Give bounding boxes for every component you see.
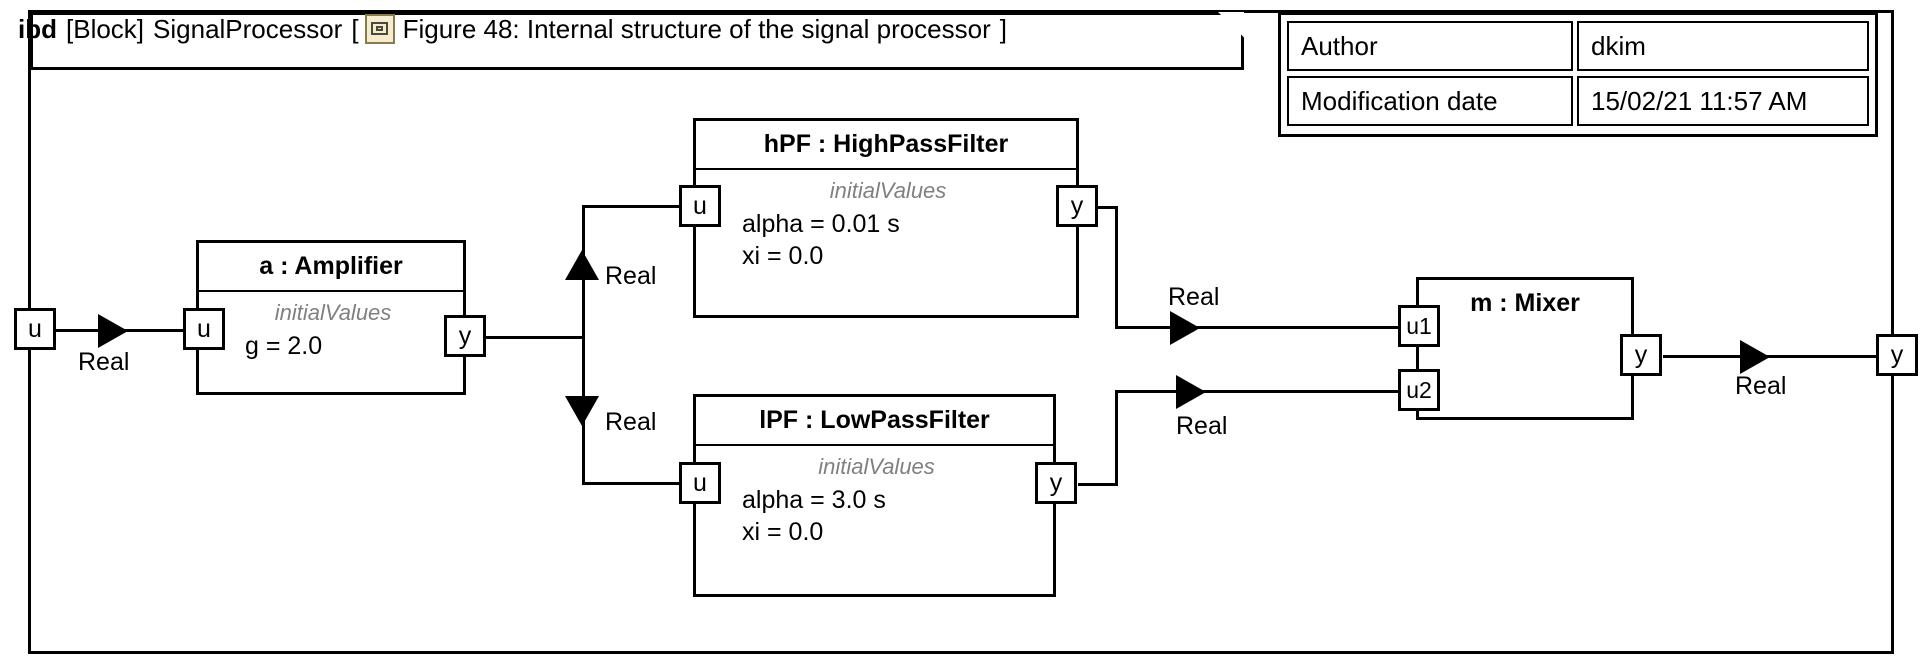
connector-lpf-out-stub: [1078, 483, 1118, 486]
table-row: Modification date 15/02/21 11:57 AM: [1287, 76, 1869, 126]
metadata-value-author: dkim: [1577, 21, 1869, 71]
port-amplifier-u[interactable]: u: [183, 308, 225, 350]
connector-hpf-out-stub: [1078, 206, 1118, 209]
block-definition-icon: [364, 14, 395, 44]
metadata-key-author: Author: [1287, 21, 1573, 71]
connector-label-amplifier-to-hpf: Real: [605, 262, 657, 290]
port-mixer-y[interactable]: y: [1620, 334, 1662, 376]
part-low-pass-filter-value-1: xi = 0.0: [742, 518, 824, 546]
connector-label-hpf-to-mixer: Real: [1168, 283, 1220, 311]
port-amplifier-y[interactable]: y: [444, 315, 486, 357]
part-amplifier-value-0: g = 2.0: [245, 332, 323, 360]
part-mixer[interactable]: m : Mixer: [1416, 277, 1634, 420]
diagram-figure-caption: Figure 48: Internal structure of the sig…: [402, 13, 991, 44]
port-low-pass-filter-u[interactable]: u: [679, 462, 721, 504]
table-row: Author dkim: [1287, 21, 1869, 71]
part-high-pass-filter-title: hPF : HighPassFilter: [696, 121, 1076, 170]
metadata-key-modification-date: Modification date: [1287, 76, 1573, 126]
arrowhead-boundary-to-amplifier: [98, 314, 128, 348]
part-amplifier-compartment: initialValues g = 2.0: [199, 292, 463, 368]
part-high-pass-filter-compartment: initialValues alpha = 0.01 s xi = 0.0: [696, 170, 1076, 278]
connector-amplifier-to-hpf: [582, 205, 687, 208]
diagram-bracket-open: [: [351, 13, 359, 44]
connector-lpf-to-mixer-u2: [1115, 390, 1400, 393]
part-high-pass-filter[interactable]: hPF : HighPassFilter initialValues alpha…: [693, 118, 1079, 318]
port-mixer-u1[interactable]: u1: [1398, 305, 1440, 347]
part-high-pass-filter-compartment-label: initialValues: [829, 178, 947, 203]
diagram-header-shape: [30, 12, 1244, 70]
part-low-pass-filter-compartment-label: initialValues: [818, 454, 935, 479]
connector-label-lpf-to-mixer: Real: [1176, 412, 1228, 440]
boundary-port-y[interactable]: y: [1876, 334, 1918, 376]
connector-amplifier-out-stub: [455, 336, 585, 339]
diagram-kind: ibd: [18, 13, 57, 44]
part-amplifier-title: a : Amplifier: [199, 243, 463, 292]
arrowhead-lpf-to-mixer: [1176, 375, 1206, 409]
metadata-table: Author dkim Modification date 15/02/21 1…: [1278, 12, 1878, 137]
connector-label-amplifier-to-lpf: Real: [605, 408, 657, 436]
metadata-value-modification-date: 15/02/21 11:57 AM: [1577, 76, 1869, 126]
connector-lpf-to-mixer-riser: [1115, 390, 1118, 486]
part-low-pass-filter-value-0: alpha = 3.0 s: [742, 486, 886, 514]
connector-label-boundary-to-amplifier: Real: [78, 348, 130, 376]
arrowhead-amplifier-to-lpf: [565, 396, 599, 426]
diagram-bracket-close: ]: [999, 13, 1007, 44]
part-mixer-title: m : Mixer: [1470, 289, 1580, 317]
connector-amplifier-to-lpf: [582, 482, 680, 485]
diagram-stereotype: [Block]: [66, 13, 145, 44]
part-high-pass-filter-value-0: alpha = 0.01 s: [742, 210, 900, 238]
arrowhead-mixer-to-boundary: [1740, 340, 1770, 374]
diagram-header: [30, 12, 1244, 70]
port-high-pass-filter-u[interactable]: u: [679, 185, 721, 227]
diagram-block-name: SignalProcessor: [153, 13, 343, 44]
connector-hpf-to-mixer-drop: [1115, 206, 1118, 328]
connector-mixer-to-boundary: [1663, 355, 1878, 358]
part-amplifier[interactable]: a : Amplifier initialValues g = 2.0: [196, 240, 466, 395]
port-low-pass-filter-y[interactable]: y: [1035, 462, 1077, 504]
arrowhead-hpf-to-mixer: [1170, 311, 1200, 345]
connector-hpf-to-mixer-u1: [1115, 326, 1400, 329]
part-high-pass-filter-value-1: xi = 0.0: [742, 242, 824, 270]
boundary-port-u[interactable]: u: [14, 308, 56, 350]
arrowhead-amplifier-to-hpf: [565, 250, 599, 280]
port-mixer-u2[interactable]: u2: [1398, 369, 1440, 411]
part-low-pass-filter-title: lPF : LowPassFilter: [696, 397, 1053, 446]
part-low-pass-filter-compartment: initialValues alpha = 3.0 s xi = 0.0: [696, 446, 1053, 554]
port-high-pass-filter-y[interactable]: y: [1056, 185, 1098, 227]
part-low-pass-filter[interactable]: lPF : LowPassFilter initialValues alpha …: [693, 394, 1056, 597]
part-amplifier-compartment-label: initialValues: [274, 300, 392, 325]
diagram-header-text: ibd [Block] SignalProcessor [ Figure 48:…: [18, 0, 1007, 58]
connector-label-mixer-to-boundary: Real: [1735, 372, 1787, 400]
